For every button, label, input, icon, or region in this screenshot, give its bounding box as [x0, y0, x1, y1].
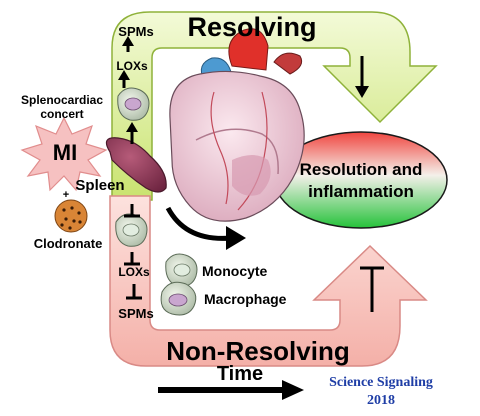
non-resolving-label: Non-Resolving [166, 336, 349, 366]
spleen-organ [105, 137, 167, 193]
spleen-label: Spleen [75, 177, 124, 194]
macrophage-label: Macrophage [204, 291, 287, 307]
mi-label: MI [53, 140, 77, 165]
legend-monocyte-icon [165, 253, 198, 287]
mi-burst [20, 116, 108, 192]
resolution-label-line2: inflammation [308, 182, 414, 201]
monocyte-label: Monocyte [202, 263, 268, 279]
plus-label: + [63, 189, 69, 201]
resolving-arrow [111, 11, 438, 201]
macrophage-cell-top [117, 87, 150, 121]
clodronate-icon [54, 199, 88, 233]
loxs-top-label: LOXs [116, 59, 148, 73]
clodronate-label: Clodronate [34, 236, 103, 251]
splenocardiac-label-line1: Splenocardiac [21, 93, 103, 107]
journal-label-line1: Science Signaling [329, 375, 433, 390]
loxs-bottom-label: LOXs [118, 265, 150, 279]
up-arrow-icon [122, 36, 134, 52]
up-arrow-icon [126, 122, 138, 144]
resolution-label-line1: Resolution and [300, 160, 423, 179]
resolving-label: Resolving [187, 12, 316, 42]
heart-illustration [169, 28, 305, 222]
monocyte-cell-bottom [115, 213, 148, 247]
spms-bottom-label: SPMs [118, 306, 153, 321]
time-label: Time [217, 363, 263, 385]
journal-label-line2: 2018 [367, 393, 395, 408]
inhibition-bar-icon [360, 266, 384, 312]
resolving-down-arrow-icon [355, 56, 369, 98]
inhibition-t-icon [124, 252, 140, 266]
non-resolving-arrow [109, 195, 428, 367]
inhibition-t-icon [126, 284, 142, 300]
heart-to-ellipse-arrow [165, 206, 233, 241]
spms-top-label: SPMs [118, 24, 153, 39]
up-arrow-icon [118, 70, 130, 88]
inhibition-t-icon [124, 204, 140, 218]
splenocardiac-label-line2: concert [40, 107, 83, 121]
time-arrow [158, 380, 304, 400]
legend-macrophage-icon [160, 281, 197, 316]
